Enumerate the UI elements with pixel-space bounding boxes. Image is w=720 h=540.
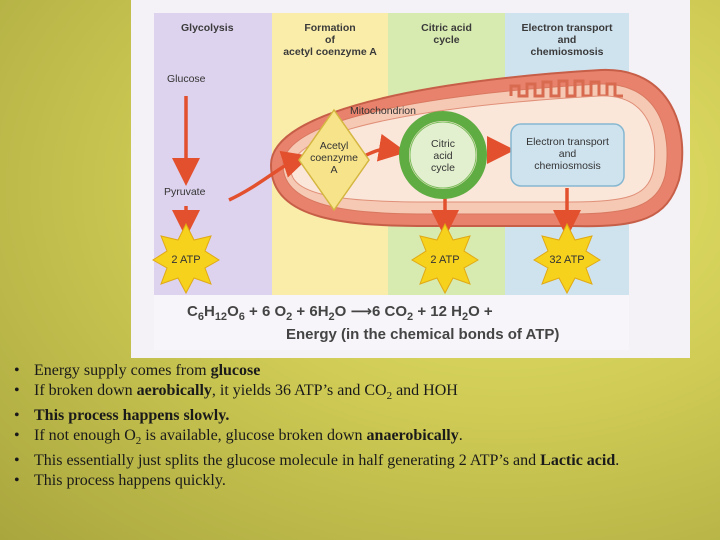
acetyl-coa-diamond <box>298 108 370 212</box>
acetyl-stage-label: Formation of acetyl coenzyme A <box>283 22 377 58</box>
bullet-item: This process happens quickly. <box>14 471 704 491</box>
glucose-label: Glucose <box>167 73 206 85</box>
atp-burst-citric: 2 ATP <box>430 254 460 266</box>
pyruvate-label: Pyruvate <box>164 186 206 198</box>
equation-energy-line: Energy (in the chemical bonds of ATP) <box>286 326 560 343</box>
etc-stage-label: Electron transport and chemiosmosis <box>521 22 613 58</box>
electron-transport-box <box>510 123 625 187</box>
cellular-respiration-figure: Glycolysis Formation of acetyl coenzyme … <box>131 0 690 358</box>
bullet-item: This process happens slowly. <box>14 406 704 426</box>
bullet-item: This essentially just splits the glucose… <box>14 451 704 471</box>
bullet-list: Energy supply comes from glucose If brok… <box>14 361 704 490</box>
atp-burst-glycolysis: 2 ATP <box>171 254 201 266</box>
citric-cycle-label: Citric acid cycle <box>431 138 455 174</box>
mitochondrion-label: Mitochondrion <box>350 105 416 117</box>
acetyl-coa-label: Acetyl coenzyme A <box>310 140 358 176</box>
glycolysis-stage-label: Glycolysis <box>181 22 234 34</box>
flow-arrows <box>172 96 581 238</box>
respiration-equation: C6H12O6 + 6 O2 + 6H2O ⟶6 CO2 + 12 H2O + <box>187 303 493 323</box>
atp-burst-shapes <box>152 222 601 295</box>
citric-stage-label: Citric acid cycle <box>421 22 472 46</box>
bullet-item: If not enough O2 is available, glucose b… <box>14 426 704 452</box>
atp-burst-etc: 32 ATP <box>549 254 585 266</box>
figure-graphics <box>131 0 690 358</box>
bullet-item: Energy supply comes from glucose <box>14 361 704 381</box>
bullet-item: If broken down aerobically, it yields 36… <box>14 381 704 407</box>
citric-acid-cycle-ring <box>399 111 487 199</box>
electron-transport-label: Electron transport and chemiosmosis <box>526 136 609 172</box>
